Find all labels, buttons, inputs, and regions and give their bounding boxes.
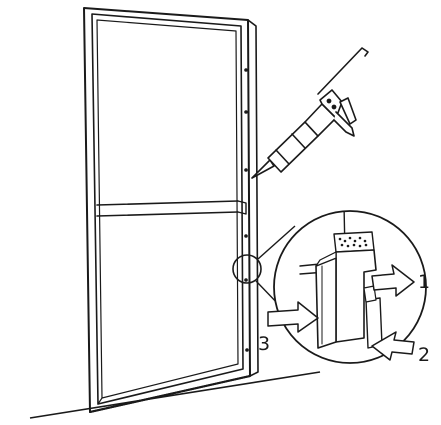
- screw-holes: [244, 68, 249, 352]
- magnifier-circle-icon: [273, 210, 427, 364]
- arrow-icon: [371, 331, 415, 361]
- callout-label-3: 3: [258, 333, 270, 355]
- callout-label-1: 1: [418, 271, 430, 293]
- detail-marker-circle: [232, 254, 262, 284]
- arrow-icon: [267, 301, 319, 333]
- callout-label-2: 2: [418, 344, 430, 366]
- caulking-gun-icon: [251, 47, 369, 179]
- floor-line: [29, 371, 321, 419]
- door-frame-icon: [83, 7, 259, 413]
- arrow-icon: [371, 264, 415, 297]
